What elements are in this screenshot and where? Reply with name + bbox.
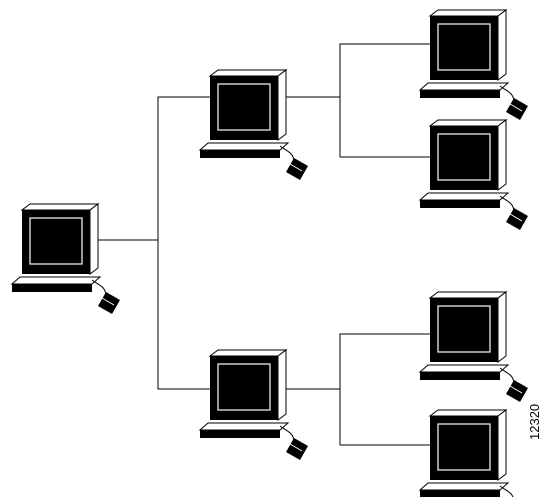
edge-mid-bottom-to-leaf-4	[339, 389, 430, 446]
edge-root-to-mid-bottom	[157, 240, 210, 390]
edge-mid-top-to-leaf-2	[339, 97, 430, 158]
edge-root-to-mid-top	[96, 96, 210, 241]
connection-lines	[96, 43, 430, 446]
computer-workstation-icon-mid-top	[199, 69, 309, 181]
computer-workstation-icon-leaf-1	[419, 9, 529, 121]
computer-workstation-icon-root	[11, 203, 121, 315]
edge-mid-top-to-leaf-1	[284, 43, 430, 98]
computer-workstation-icon-leaf-3	[419, 291, 529, 403]
computer-workstation-icon-leaf-2	[419, 119, 529, 231]
computer-workstation-icon-mid-bottom	[199, 349, 309, 461]
figure-id-label: 12320	[527, 403, 542, 440]
workstations	[11, 9, 529, 497]
computer-workstation-icon-leaf-4	[419, 409, 529, 497]
edge-mid-bottom-to-leaf-3	[284, 333, 430, 390]
